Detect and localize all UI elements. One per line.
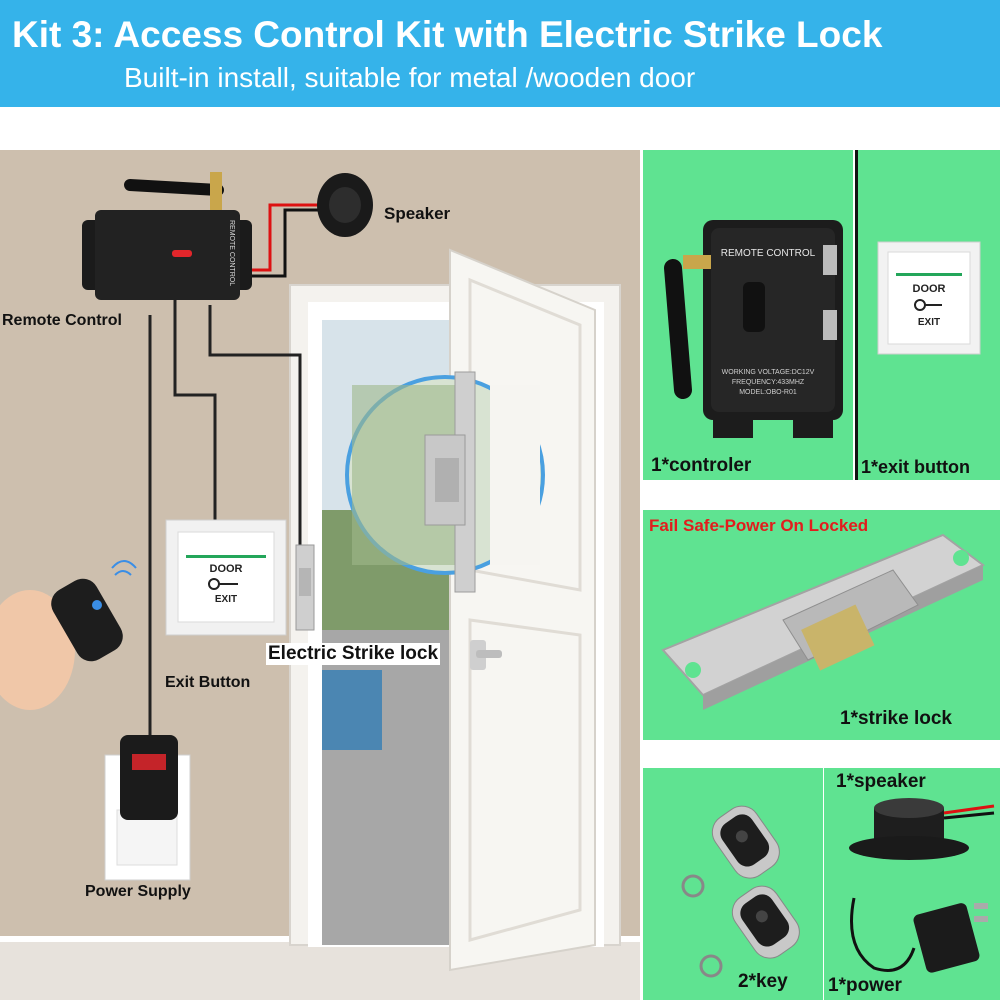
controller-printed-title: REMOTE CONTROL (721, 248, 816, 259)
key-panel-label: 2*key (738, 971, 788, 992)
controller-printed-line: FREQUENCY:433MHZ (732, 379, 805, 386)
controller-printed-text: REMOTE CONTROL (228, 220, 235, 286)
page-subtitle: Built-in install, suitable for metal /wo… (124, 62, 696, 93)
key-fobs-image (681, 805, 800, 978)
controller-printed-line: MODEL:OBO-R01 (739, 389, 797, 396)
panel-speaker-power: 1*speaker 1*power (824, 768, 1000, 1000)
controller-product-image: REMOTE CONTROL WORKING VOLTAGE:DC12V FRE… (664, 220, 843, 438)
speaker-power-image (849, 798, 995, 973)
exit-button-plate-line1: DOOR (913, 283, 946, 295)
remote-control-label: Remote Control (2, 312, 122, 329)
installation-illustration: REMOTE CONTROL DOOR EXIT (0, 150, 640, 1000)
strike-lock-product-image (661, 533, 985, 710)
strike-lock-panel-label: 1*strike lock (840, 708, 952, 729)
installation-scene: REMOTE CONTROL DOOR EXIT Speaker (0, 150, 640, 1000)
exit-button-panel-label: 1*exit button (861, 457, 971, 477)
panel-controller: REMOTE CONTROL WORKING VOLTAGE:DC12V FRE… (643, 150, 853, 480)
speaker-label: Speaker (384, 204, 451, 223)
exit-button-plate-line2: EXIT (918, 317, 940, 328)
exit-plate-line2: EXIT (215, 594, 237, 605)
exit-button-label: Exit Button (165, 674, 251, 691)
panel-exit-button: DOOR EXIT 1*exit button (858, 150, 1000, 480)
controller-printed-line: WORKING VOLTAGE:DC12V (722, 369, 815, 376)
panel-strike-lock: Fail Safe-Power On Locked 1*strike lock (643, 510, 1000, 740)
controller-label: 1*controler (651, 455, 752, 476)
strike-lock-label: Electric Strike lock (266, 643, 441, 665)
page-title: Kit 3: Access Control Kit with Electric … (12, 14, 883, 55)
exit-button-product-image: DOOR EXIT (877, 241, 981, 355)
panel-divider (855, 150, 858, 480)
exit-plate-line1: DOOR (210, 563, 243, 575)
power-panel-label: 1*power (828, 975, 902, 996)
fail-safe-heading: Fail Safe-Power On Locked (649, 516, 869, 535)
header-banner: Kit 3: Access Control Kit with Electric … (0, 0, 1000, 107)
speaker-panel-label: 1*speaker (836, 771, 926, 792)
power-supply-label: Power Supply (85, 883, 191, 900)
panel-keys: 2*key (643, 768, 823, 1000)
